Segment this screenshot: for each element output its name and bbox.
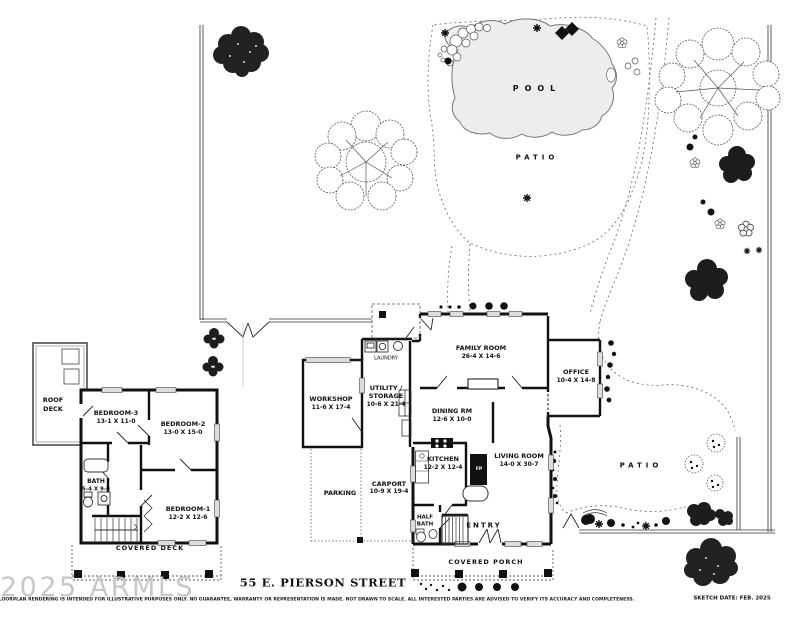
covered-porch-outline xyxy=(412,548,554,581)
room-label-office: OFFICE xyxy=(562,367,590,376)
room-dims-office: 10-4 X 14-8 xyxy=(556,377,596,384)
guest-windows xyxy=(101,387,220,546)
equipment-pad xyxy=(379,311,386,318)
pool-shape xyxy=(444,18,617,139)
room-label-workshop: WORKSHOP xyxy=(309,394,353,403)
carport-post xyxy=(357,537,363,543)
room-label-utility-1: UTILITY / xyxy=(369,383,403,392)
deck-posts xyxy=(74,570,213,579)
roof-deck-label-2: DECK xyxy=(43,404,63,413)
room-dims-dining: 12-6 X 10-0 xyxy=(432,416,472,423)
room-dims-bedroom3: 13-1 X 11-0 xyxy=(96,418,136,425)
room-dims-bedroom2: 13-0 X 15-0 xyxy=(163,429,203,436)
disclaimer-text: FLOORPLAN RENDERING IS INTENDED FOR ILLU… xyxy=(0,596,635,602)
tree-topleft-dark xyxy=(213,26,269,77)
fireplace-label: FP xyxy=(475,466,482,472)
bush-right-upper-dark xyxy=(719,146,755,183)
plant-dots xyxy=(439,22,763,531)
sketch-date: SKETCH DATE: FEB. 2025 xyxy=(693,595,771,602)
covered-deck-outline xyxy=(71,545,222,581)
media-niche xyxy=(467,378,499,390)
room-dims-workshop: 11-6 X 17-4 xyxy=(311,404,351,411)
patio-upper-label: PATIO xyxy=(515,153,559,162)
main-house xyxy=(301,303,608,592)
armls-watermark: 2025 ARMLS xyxy=(0,572,196,603)
porch-shrubs xyxy=(419,582,519,592)
closet-bifold xyxy=(143,499,153,533)
fence-bushes-dark xyxy=(202,328,225,377)
parking-label: PARKING xyxy=(323,488,357,497)
room-dims-bedroom1: 12-2 X 12-6 xyxy=(168,514,208,521)
room-label-laundry: LAUNDRY xyxy=(374,355,398,362)
room-label-kitchen: KITCHEN xyxy=(427,454,459,463)
room-dims-kitchen: 12-2 X 12-4 xyxy=(423,464,463,471)
covered-porch-label: COVERED PORCH xyxy=(448,557,524,566)
carport-parking xyxy=(310,449,413,542)
patio-right-label: PATIO xyxy=(619,461,663,470)
porch-posts xyxy=(411,569,552,578)
room-dims-bath: 5-4 X 9-0 xyxy=(82,486,110,493)
entry-stairs xyxy=(441,515,469,545)
room-dims-carport: 10-9 X 19-4 xyxy=(369,488,409,495)
laundry-appliances xyxy=(364,340,403,353)
room-label-entry: ENTRY xyxy=(466,521,502,530)
room-label-utility-2: STORAGE xyxy=(368,391,404,400)
room-label-dining: DINING RM xyxy=(431,406,473,415)
guest-stairs xyxy=(94,518,138,543)
pool-label: POOL xyxy=(512,84,562,93)
room-label-bedroom2: BEDROOM-2 xyxy=(160,419,206,428)
roof-deck-label-1: ROOF xyxy=(42,395,64,404)
room-dims-family: 26-4 X 14-6 xyxy=(461,353,501,360)
room-label-carport: CARPORT xyxy=(371,479,407,488)
corner-bushes-dark xyxy=(687,502,733,526)
guest-house xyxy=(32,342,222,581)
tree-bottomright-dark xyxy=(684,538,738,586)
tree-topright-large xyxy=(654,27,781,146)
rear-dashed-pad xyxy=(371,303,421,339)
utility-shelves xyxy=(398,389,412,437)
room-dims-utility: 10-6 X 21-4 xyxy=(366,401,406,408)
room-label-bedroom1: BEDROOM-1 xyxy=(165,504,211,513)
side-gate xyxy=(562,509,608,529)
street-address: 55 E. PIERSON STREET xyxy=(239,575,407,590)
room-label-living: LIVING ROOM xyxy=(494,451,544,460)
bush-right-mid-dark xyxy=(685,259,728,301)
room-label-bedroom3: BEDROOM-3 xyxy=(93,408,139,417)
kitchen-fixtures xyxy=(415,438,453,484)
room-label-family: FAMILY ROOM xyxy=(455,343,507,352)
room-label-halfbath-2: BATH xyxy=(416,521,434,528)
room-label-halfbath-1: HALF xyxy=(416,514,434,521)
patio-planters xyxy=(684,433,726,492)
patio-dotted-paths xyxy=(427,16,736,514)
bath-fixtures xyxy=(83,458,111,508)
room-label-bath: BATH xyxy=(87,478,105,485)
room-dims-living: 14-0 X 30-7 xyxy=(499,461,539,468)
covered-deck-label: COVERED DECK xyxy=(115,543,185,552)
pool-rocks xyxy=(437,22,641,76)
tree-left-large xyxy=(314,110,418,211)
fireplace xyxy=(462,454,489,502)
halfbath-fixtures xyxy=(415,528,438,543)
